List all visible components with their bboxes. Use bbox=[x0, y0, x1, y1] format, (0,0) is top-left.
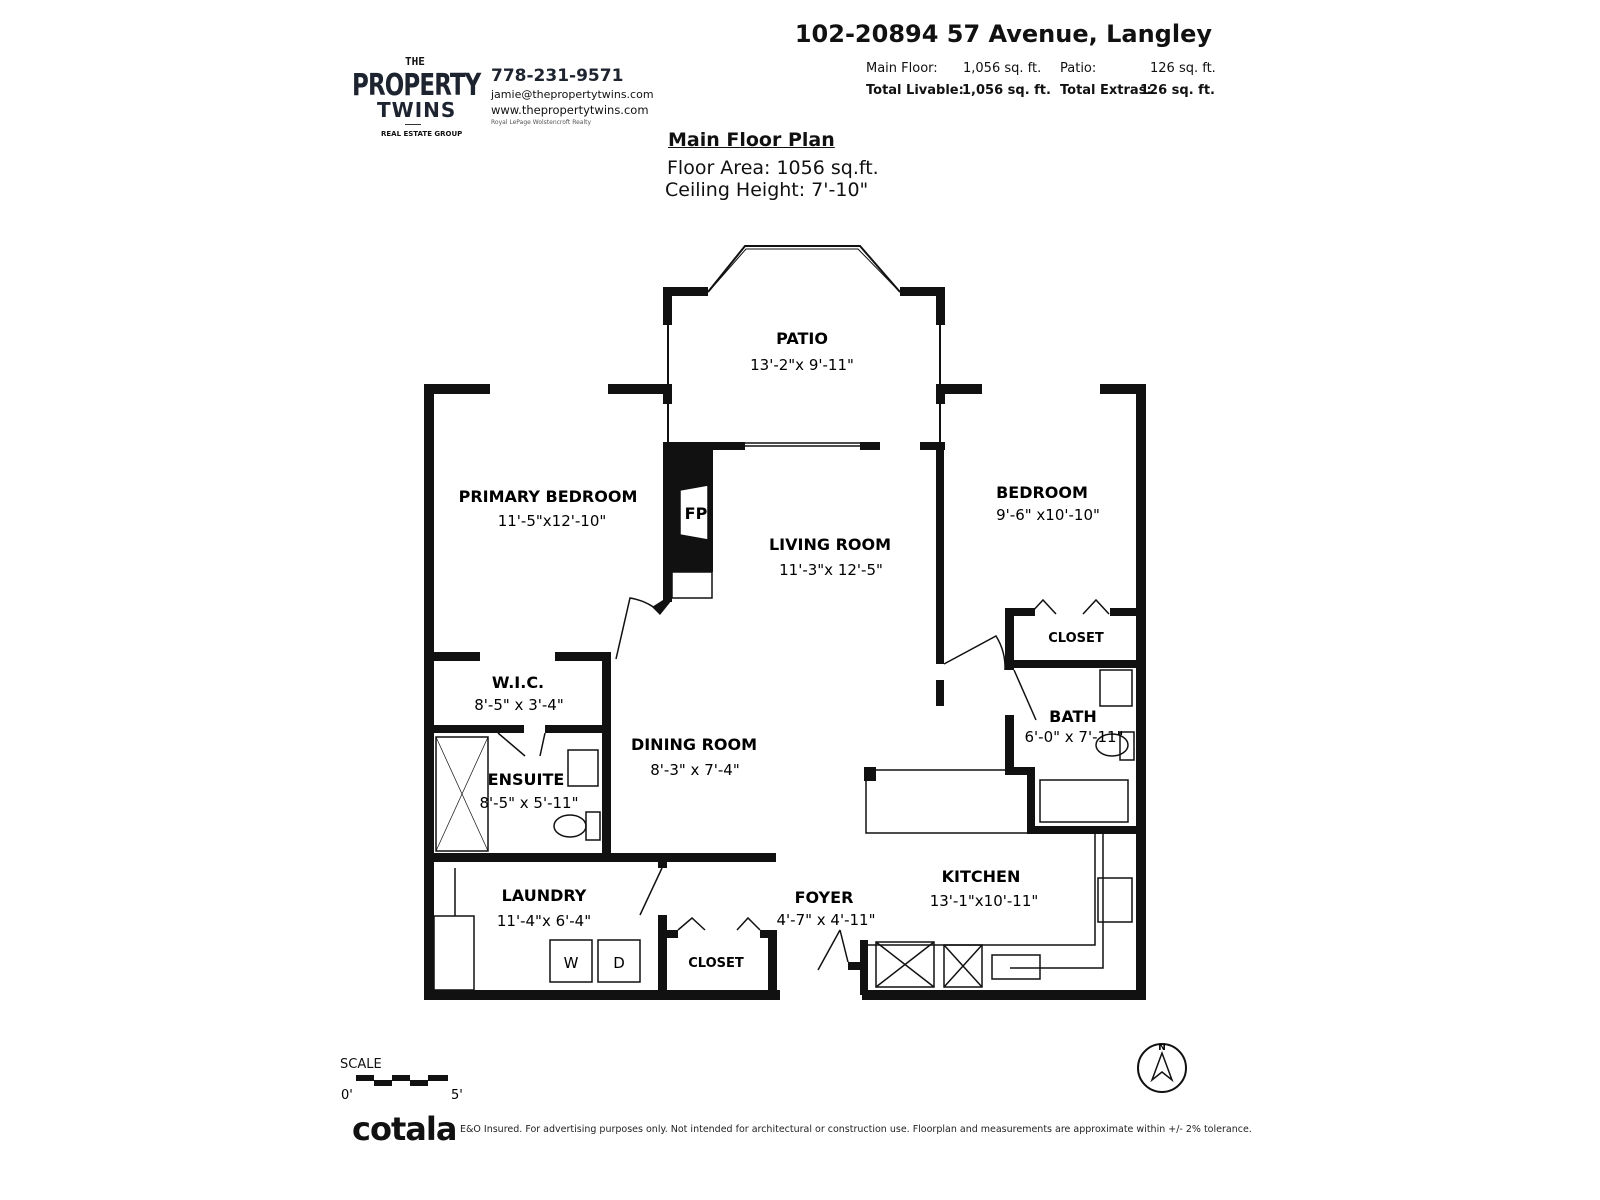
washer-label: W bbox=[564, 954, 579, 972]
logo-subtitle: REAL ESTATE GROUP bbox=[381, 130, 463, 138]
walls bbox=[424, 287, 1146, 1000]
patio-dims: 13'-2"x 9'-11" bbox=[750, 356, 854, 374]
property-address: 102-20894 57 Avenue, Langley bbox=[794, 20, 1212, 48]
ceiling-height: Ceiling Height: 7'-10" bbox=[665, 179, 869, 201]
total-extras-value: 126 sq. ft. bbox=[1140, 83, 1215, 98]
bedroom-closet-label: CLOSET bbox=[1048, 631, 1104, 646]
logo-twins: TWINS bbox=[377, 98, 457, 122]
main-floor-label: Main Floor: bbox=[866, 61, 938, 76]
plan-title: Main Floor Plan bbox=[668, 129, 835, 151]
kitchen-dims: 13'-1"x10'-11" bbox=[930, 892, 1039, 910]
bath-name: BATH bbox=[1049, 707, 1097, 726]
scale-label: SCALE bbox=[340, 1057, 382, 1072]
laundry-dims: 11'-4"x 6'-4" bbox=[497, 912, 591, 930]
scale-start: 0' bbox=[341, 1088, 353, 1103]
bath-dims: 6'-0" x 7'-11" bbox=[1024, 728, 1123, 746]
patio-value: 126 sq. ft. bbox=[1150, 61, 1216, 76]
primary-bedroom-dims: 11'-5"x12'-10" bbox=[498, 512, 607, 530]
bedroom-dims: 9'-6" x10'-10" bbox=[996, 506, 1100, 524]
dining-room-dims: 8'-3" x 7'-4" bbox=[650, 761, 739, 779]
fireplace-label: FP bbox=[685, 504, 708, 523]
total-livable-label: Total Livable: bbox=[866, 83, 964, 98]
logo-property: PROPERTY bbox=[352, 68, 481, 103]
patio-label: Patio: bbox=[1060, 61, 1097, 76]
scale-bar: 0' 5' bbox=[341, 1075, 463, 1103]
agent-phone: 778-231-9571 bbox=[491, 66, 624, 86]
wic-name: W.I.C. bbox=[492, 673, 544, 692]
main-floor-value: 1,056 sq. ft. bbox=[963, 61, 1042, 76]
total-extras-label: Total Extras: bbox=[1060, 83, 1152, 98]
ensuite-dims: 8'-5" x 5'-11" bbox=[479, 794, 578, 812]
disclaimer: E&O Insured. For advertising purposes on… bbox=[460, 1124, 1252, 1135]
living-room-name: LIVING ROOM bbox=[769, 535, 891, 554]
dryer-label: D bbox=[613, 954, 625, 972]
laundry-name: LAUNDRY bbox=[502, 886, 587, 905]
scale-end: 5' bbox=[451, 1088, 463, 1103]
dining-room-name: DINING ROOM bbox=[631, 735, 757, 754]
total-livable-value: 1,056 sq. ft. bbox=[962, 83, 1051, 98]
wic-dims: 8'-5" x 3'-4" bbox=[474, 696, 563, 714]
foyer-closet-label: CLOSET bbox=[688, 956, 744, 971]
agent-email: jamie@thepropertytwins.com bbox=[491, 88, 654, 101]
foyer-dims: 4'-7" x 4'-11" bbox=[776, 911, 875, 929]
ensuite-name: ENSUITE bbox=[488, 770, 565, 789]
kitchen-name: KITCHEN bbox=[942, 867, 1021, 886]
compass-north: N bbox=[1158, 1043, 1166, 1053]
logo-divider bbox=[405, 124, 421, 125]
cotala-logo: cotala bbox=[352, 1110, 457, 1148]
patio-name: PATIO bbox=[776, 329, 828, 348]
foyer-name: FOYER bbox=[795, 888, 854, 907]
living-room-dims: 11'-3"x 12'-5" bbox=[779, 561, 883, 579]
bedroom-name: BEDROOM bbox=[996, 483, 1088, 502]
patio-outline bbox=[667, 245, 941, 442]
north-compass-icon: N bbox=[1137, 1043, 1187, 1093]
primary-bedroom-name: PRIMARY BEDROOM bbox=[459, 487, 638, 506]
floor-area: Floor Area: 1056 sq.ft. bbox=[667, 157, 879, 179]
agent-website: www.thepropertytwins.com bbox=[491, 103, 649, 117]
brokerage: Royal LePage Wolstencroft Realty bbox=[491, 119, 592, 126]
logo-the: THE bbox=[405, 55, 425, 68]
fixtures bbox=[433, 442, 1135, 991]
